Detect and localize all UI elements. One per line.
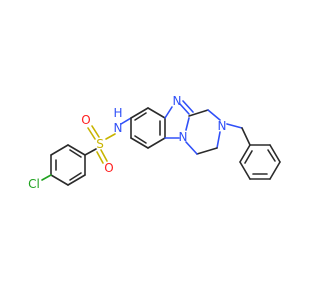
imidazole-ring [164, 100, 194, 139]
bond [207, 109, 221, 121]
benzimidazole-benzene-ring [130, 107, 166, 149]
chlorine-label: Cl [28, 177, 40, 191]
bond [185, 117, 190, 131]
hydrogen-amide-label: H [113, 106, 122, 120]
bond-ch2-ph [241, 127, 251, 146]
atom-labels: Cl S O O N H N N N [28, 94, 226, 191]
oxygen-top-label: O [81, 113, 90, 127]
bond [69, 149, 82, 158]
bond [188, 109, 209, 117]
chlorophenyl-ring [50, 144, 86, 186]
bond-s-o-top-a [87, 127, 96, 140]
bond [67, 144, 86, 156]
piperazine-ring [185, 109, 221, 155]
bond [196, 147, 218, 155]
bond-c-cl [41, 174, 52, 181]
bond [130, 107, 149, 119]
bond-s-o-bottom-a [100, 149, 108, 162]
bond [50, 174, 69, 186]
bond-ring-s [84, 148, 97, 156]
bond [69, 172, 82, 181]
bond-n-aryl [120, 117, 132, 125]
bond [269, 161, 281, 180]
bond [147, 137, 166, 149]
bond [216, 131, 221, 149]
bond [244, 150, 253, 164]
oxygen-bottom-label: O [104, 161, 113, 175]
sulfur-label: S [96, 137, 104, 151]
bond [185, 141, 198, 155]
bond [269, 144, 281, 163]
nitrogen-bridgehead-label: N [179, 130, 188, 144]
bond [134, 112, 147, 121]
bond [239, 161, 251, 180]
bond [182, 100, 194, 113]
bond [239, 144, 251, 163]
bond [50, 144, 69, 156]
nitrogen-amide-label: N [114, 121, 123, 135]
benzyl-phenyl-ring [239, 144, 281, 180]
bond [267, 149, 276, 162]
bond-n-ch2 [226, 123, 243, 129]
nitrogen-imidazole-label: N [173, 94, 182, 108]
bond [179, 103, 190, 115]
nitrogen-piperazine-label: N [218, 119, 227, 133]
bond-s-o-top-b [91, 125, 100, 138]
bond-s-n [105, 133, 116, 140]
bond [134, 135, 147, 144]
molecule-structure: Cl S O O N H N N N [28, 94, 281, 191]
bond [67, 174, 86, 186]
bond [147, 107, 166, 119]
bond [130, 137, 149, 149]
bond [164, 106, 173, 119]
bond-s-o-bottom-b [96, 151, 104, 164]
